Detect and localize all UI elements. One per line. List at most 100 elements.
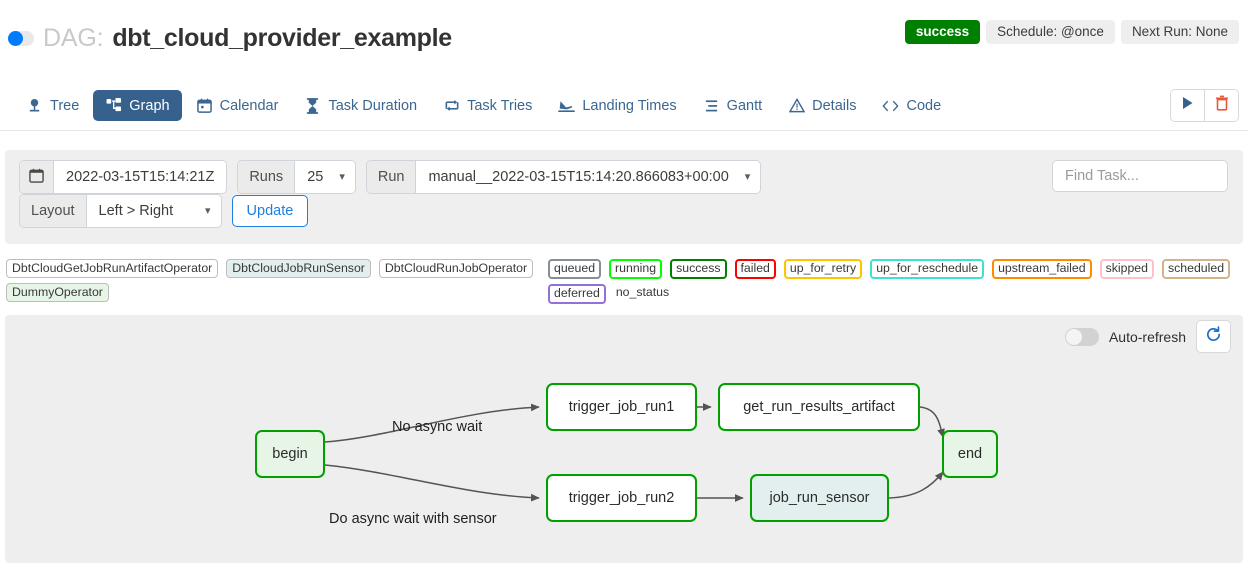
find-task-input[interactable]: Find Task... <box>1052 160 1228 192</box>
state-chip-upstream-failed[interactable]: upstream_failed <box>992 259 1092 279</box>
header-badges: success Schedule: @once Next Run: None <box>904 20 1239 44</box>
tab-label: Calendar <box>219 97 279 114</box>
auto-refresh-label: Auto-refresh <box>1108 328 1186 345</box>
retry-icon <box>443 97 460 114</box>
task-node-trigger-job-run2[interactable]: trigger_job_run2 <box>546 474 697 522</box>
legend: DbtCloudGetJobRunArtifactOperator DbtClo… <box>0 256 1248 304</box>
layout-value: Left > Right <box>98 203 174 219</box>
task-node-label: trigger_job_run1 <box>568 399 675 415</box>
edge-sensor-end <box>888 471 944 499</box>
chevron-down-icon: ▾ <box>205 204 211 217</box>
run-select[interactable]: manual__2022-03-15T15:14:20.866083+00:00… <box>416 161 761 193</box>
operator-legend: DbtCloudGetJobRunArtifactOperator DbtClo… <box>6 259 536 302</box>
auto-refresh-toggle[interactable] <box>1064 327 1099 346</box>
num-runs-select[interactable]: 25 ▾ <box>295 161 355 193</box>
calendar-button[interactable] <box>20 161 54 193</box>
schedule-badge[interactable]: Schedule: @once <box>986 20 1115 44</box>
graph-edges <box>324 403 945 502</box>
task-node-begin[interactable]: begin <box>255 430 325 478</box>
task-node-job-run-sensor[interactable]: job_run_sensor <box>750 474 889 522</box>
operator-chip[interactable]: DummyOperator <box>6 283 109 302</box>
next-run-badge[interactable]: Next Run: None <box>1120 20 1239 44</box>
tree-icon <box>26 97 43 114</box>
tab-code[interactable]: Code <box>870 90 953 121</box>
num-runs-group: Runs 25 ▾ <box>237 160 356 194</box>
task-node-get-run-results-artifact[interactable]: get_run_results_artifact <box>718 383 920 431</box>
edge-begin-trigger1 <box>324 403 540 443</box>
dag-name: dbt_cloud_provider_example <box>112 24 452 52</box>
state-chip-skipped[interactable]: skipped <box>1099 259 1154 279</box>
task-node-label: trigger_job_run2 <box>568 490 675 506</box>
tab-details[interactable]: Details <box>776 90 868 121</box>
edge-label-no-async-wait: No async wait <box>392 419 483 435</box>
graph-canvas[interactable]: begin trigger_job_run1 get_run_results_a… <box>5 315 1243 563</box>
update-button[interactable]: Update <box>231 195 309 227</box>
operator-chip[interactable]: DbtCloudRunJobOperator <box>378 259 534 278</box>
task-node-label: end <box>957 446 983 462</box>
dag-title: DAG: dbt_cloud_provider_example <box>8 24 452 53</box>
layout-group: Layout Left > Right ▾ <box>19 194 222 228</box>
refresh-icon <box>1205 325 1222 348</box>
hourglass-icon <box>304 97 321 114</box>
edge-label-do-async-wait-with-sensor: Do async wait with sensor <box>329 511 497 527</box>
tab-label: Graph <box>129 97 170 114</box>
graph-icon <box>105 97 122 114</box>
dag-pause-toggle[interactable] <box>8 31 34 46</box>
state-chip-up-for-reschedule[interactable]: up_for_reschedule <box>870 259 985 279</box>
run-value: manual__2022-03-15T15:14:20.866083+00:00 <box>428 169 729 185</box>
tab-label: Details <box>812 97 857 114</box>
page-header: DAG: dbt_cloud_provider_example success … <box>0 0 1248 72</box>
tab-tree[interactable]: Tree <box>14 90 91 121</box>
task-node-end[interactable]: end <box>942 430 998 478</box>
tab-label: Gantt <box>726 97 763 114</box>
graph-toolbar: Auto-refresh <box>1064 320 1231 353</box>
landing-icon <box>558 97 576 114</box>
status-badge: success <box>904 20 981 44</box>
tab-label: Task Tries <box>467 97 533 114</box>
calendar-icon <box>196 97 213 114</box>
state-chip-up-for-retry[interactable]: up_for_retry <box>783 259 863 279</box>
tab-label: Task Duration <box>328 97 418 114</box>
base-date-input[interactable]: 2022-03-15T15:14:21Z <box>54 161 227 193</box>
operator-chip[interactable]: DbtCloudJobRunSensor <box>226 259 371 278</box>
state-legend: queued running success failed up_for_ret… <box>548 259 1248 304</box>
state-chip-deferred[interactable]: deferred <box>548 284 606 304</box>
tab-task-duration[interactable]: Task Duration <box>292 90 429 121</box>
controls-row-secondary: Layout Left > Right ▾ Update <box>19 194 309 228</box>
run-controls-panel: 2022-03-15T15:14:21Z Runs 25 ▾ Run manua… <box>5 150 1243 244</box>
tab-label: Landing Times <box>582 97 677 114</box>
tab-gantt[interactable]: Gantt <box>691 90 774 121</box>
base-date-group: 2022-03-15T15:14:21Z <box>19 160 228 194</box>
state-chip-failed[interactable]: failed <box>734 259 776 279</box>
state-chip-scheduled[interactable]: scheduled <box>1161 259 1231 279</box>
state-chip-running[interactable]: running <box>609 259 663 279</box>
code-icon <box>882 97 899 114</box>
layout-select[interactable]: Left > Right ▾ <box>86 195 221 227</box>
tab-landing-times[interactable]: Landing Times <box>546 90 688 121</box>
tab-calendar[interactable]: Calendar <box>184 90 291 121</box>
tab-task-tries[interactable]: Task Tries <box>431 90 544 121</box>
run-group: Run manual__2022-03-15T15:14:20.866083+0… <box>365 160 762 194</box>
dag-label: DAG: <box>43 24 104 52</box>
operator-chip[interactable]: DbtCloudGetJobRunArtifactOperator <box>6 259 219 278</box>
task-node-label: job_run_sensor <box>769 490 870 506</box>
dag-action-buttons <box>1170 89 1239 122</box>
view-tabs: Tree Graph Calendar Task Duration Task T <box>14 82 953 129</box>
trash-icon <box>1215 95 1229 116</box>
play-icon <box>1181 96 1194 115</box>
task-node-label: get_run_results_artifact <box>743 399 895 415</box>
state-chip-no-status: no_status <box>615 285 670 299</box>
view-tabbar: Tree Graph Calendar Task Duration Task T <box>0 82 1248 131</box>
tab-graph[interactable]: Graph <box>93 90 182 121</box>
calendar-small-icon <box>29 168 44 187</box>
tab-label: Code <box>906 97 942 114</box>
refresh-graph-button[interactable] <box>1196 320 1231 353</box>
runs-label: Runs <box>238 161 296 193</box>
trigger-dag-button[interactable] <box>1171 90 1204 121</box>
delete-dag-button[interactable] <box>1204 90 1238 121</box>
state-chip-queued[interactable]: queued <box>548 259 602 279</box>
task-node-trigger-job-run1[interactable]: trigger_job_run1 <box>546 383 697 431</box>
tab-label: Tree <box>50 97 80 114</box>
edge-artifact-end <box>919 406 945 438</box>
state-chip-success[interactable]: success <box>670 259 727 279</box>
